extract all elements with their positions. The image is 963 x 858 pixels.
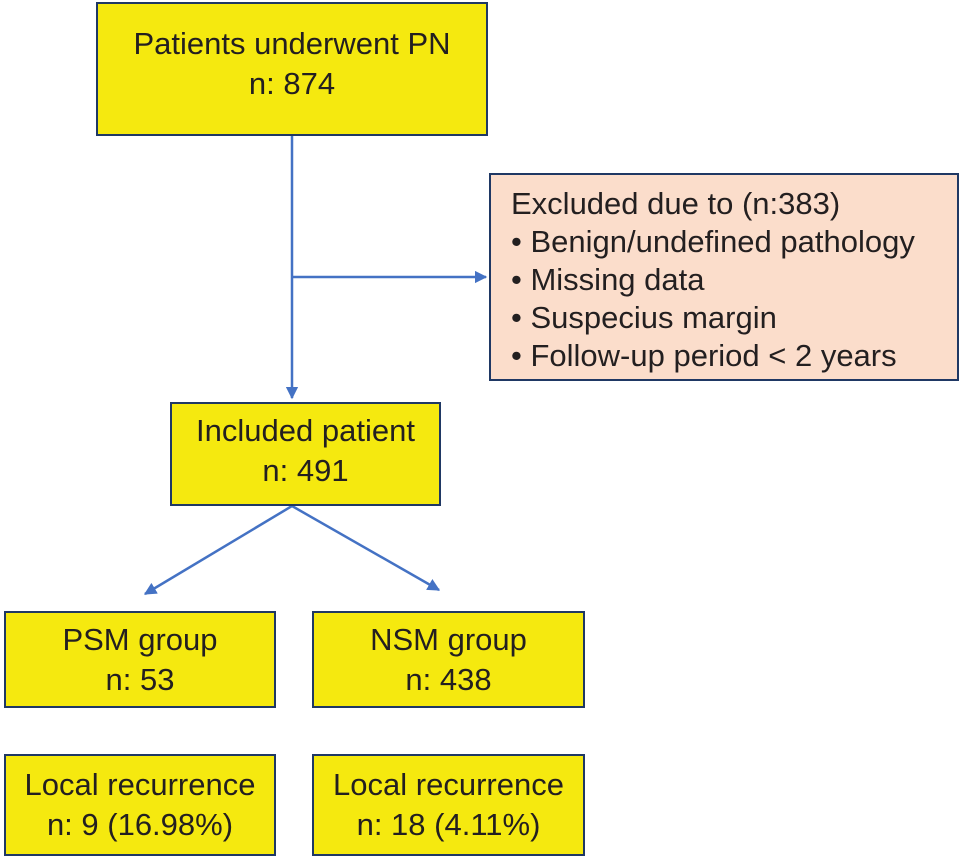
excluded-box: Excluded due to (n:383) • Benign/undefin…	[489, 173, 959, 381]
nsm-local-recurrence-count: n: 18 (4.11%)	[356, 807, 541, 842]
nsm-local-recurrence-box: Local recurrence n: 18 (4.11%)	[312, 754, 585, 856]
psm-group-label: PSM group	[62, 621, 218, 657]
psm-branch-arrow	[143, 504, 293, 596]
nsm-group-label: NSM group	[370, 621, 527, 657]
nsm-branch-arrow	[291, 504, 441, 592]
patients-underwent-pn-count: n: 874	[248, 66, 336, 101]
psm-group-box: PSM group n: 53	[4, 611, 276, 708]
nsm-group-box: NSM group n: 438	[312, 611, 585, 708]
psm-local-recurrence-label: Local recurrence	[24, 767, 256, 802]
patients-underwent-pn-label: Patients underwent PN	[133, 26, 451, 61]
included-patient-label: Included patient	[196, 413, 415, 448]
included-patient-box: Included patient n: 491	[170, 402, 441, 506]
psm-group-count: n: 53	[105, 661, 175, 697]
excluded-item-follow-up: • Follow-up period < 2 years	[511, 338, 897, 373]
excluded-item-missing-data: • Missing data	[511, 262, 705, 297]
excluded-title: Excluded due to (n:383)	[511, 186, 841, 221]
excluded-item-benign: • Benign/undefined pathology	[511, 224, 915, 259]
nsm-group-count: n: 438	[405, 661, 492, 697]
nsm-local-recurrence-label: Local recurrence	[333, 767, 564, 802]
psm-local-recurrence-count: n: 9 (16.98%)	[46, 807, 234, 842]
excluded-item-suspicious-margin: • Suspecius margin	[511, 300, 777, 335]
patients-underwent-pn-box: Patients underwent PN n: 874	[96, 2, 488, 136]
psm-local-recurrence-box: Local recurrence n: 9 (16.98%)	[4, 754, 276, 856]
included-patient-count: n: 491	[262, 453, 349, 488]
